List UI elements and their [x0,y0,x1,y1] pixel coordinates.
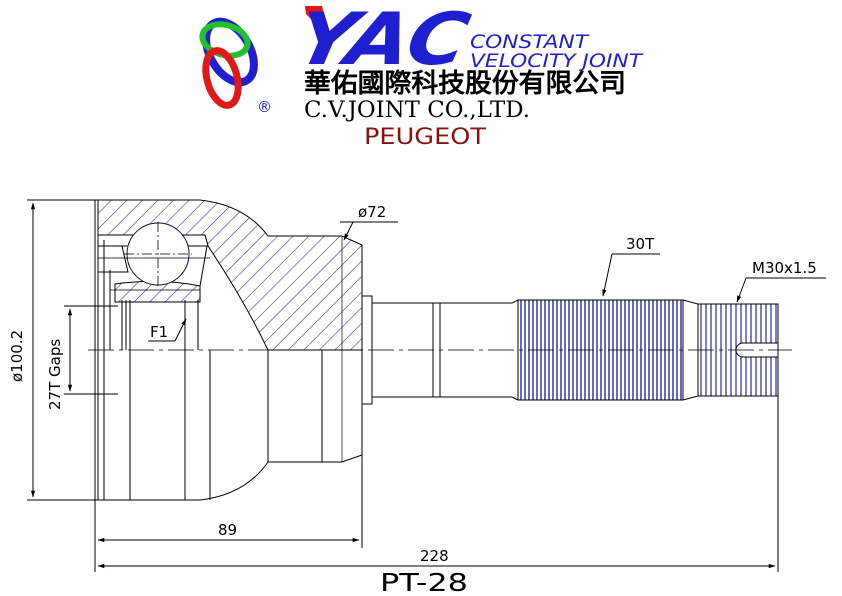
brand-wordmark: YAC [289,0,477,82]
brand-logo: ® YAC [199,0,477,116]
vehicle-make: PEUGEOT [364,125,487,150]
dim-shoulder-diameter: ø72 [358,203,386,221]
company-chinese-name: 華佑國際科技股份有限公司 [304,69,626,99]
dim-outer-diameter: ø100.2 [8,330,26,382]
dimension-lines [27,199,826,572]
part-number: PT-28 [380,568,468,596]
rings-icon [199,17,258,109]
brand-wordmark-icon: YAC [289,0,477,82]
joint-outline [94,199,779,501]
tagline-line-1: CONSTANT [470,31,590,53]
cotter-slot [735,342,779,358]
dim-face-label: F1 [150,323,168,341]
tagline-line-2: VELOCITY JOINT [470,50,644,72]
bell-section-hatch [97,199,363,351]
dim-body-length: 89 [218,521,237,539]
dim-outer-spline: 30T [626,235,655,253]
dim-thread: M30x1.5 [752,259,817,277]
company-english-name: C.V.JOINT CO.,LTD. [304,98,530,123]
registered-mark: ® [257,98,272,116]
dim-abs-teeth: 27T Gaps [46,339,64,410]
dim-overall-length: 228 [420,547,449,565]
